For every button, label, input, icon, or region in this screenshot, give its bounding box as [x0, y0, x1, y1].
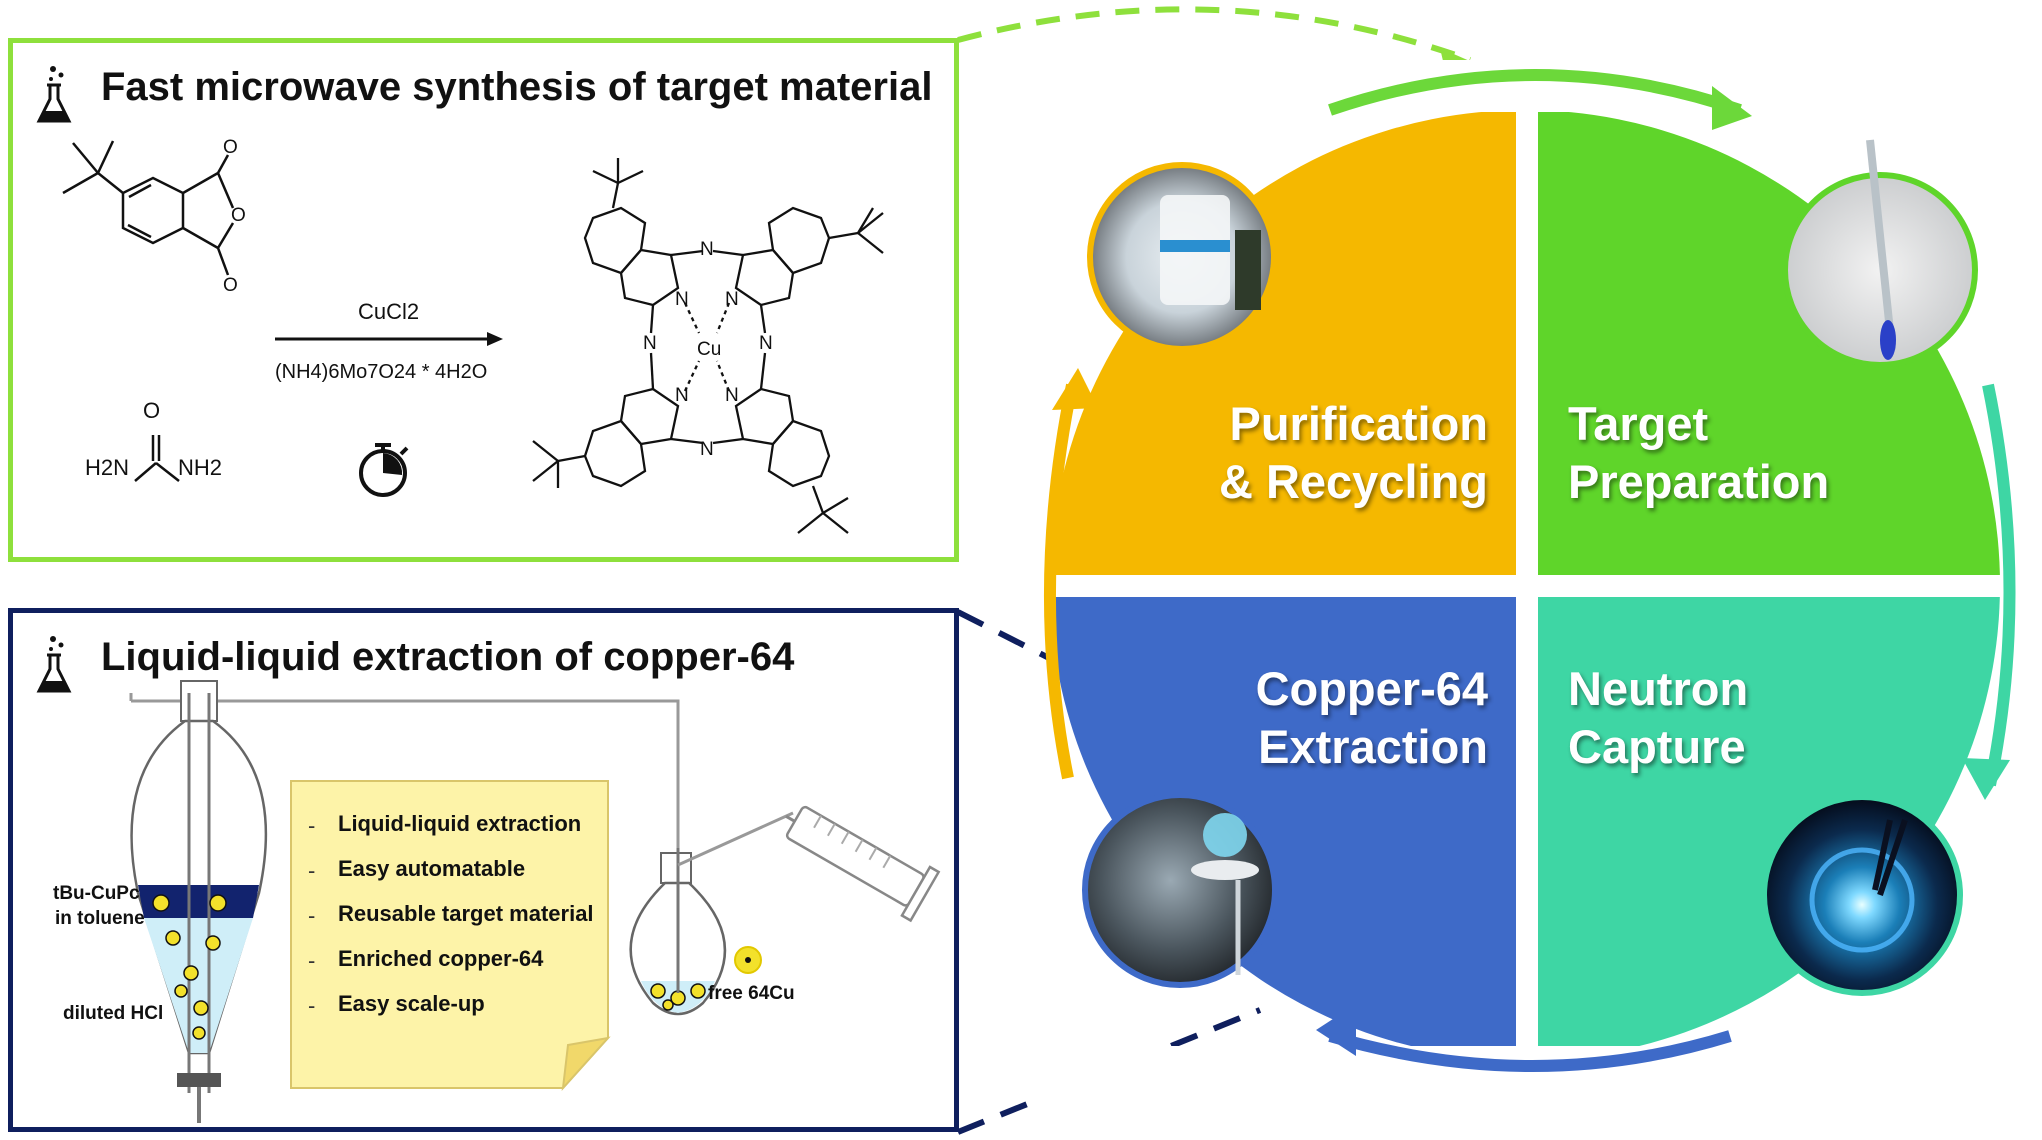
- pc-n-inner-tr: N: [725, 289, 739, 310]
- pc-metal-center: Cu: [697, 339, 721, 360]
- label-neutron-line2: Capture: [1568, 720, 1746, 773]
- svg-text:O: O: [223, 275, 238, 296]
- photo-neutron: [1761, 794, 1963, 996]
- label-extraction: Copper-64 Extraction: [1180, 660, 1488, 776]
- synthesis-title: Fast microwave synthesis of target mater…: [101, 65, 933, 109]
- photo-extraction: [1082, 792, 1278, 988]
- note-dash-2: -: [308, 903, 316, 928]
- synthesis-panel: Fast microwave synthesis of target mater…: [8, 38, 959, 562]
- extraction-panel: Liquid-liquid extraction of copper-64: [8, 608, 959, 1132]
- arrow-blue-bottom-head: [1316, 1004, 1356, 1056]
- pc-n-inner-bl: N: [675, 385, 689, 406]
- photo-target: [1782, 139, 1978, 368]
- product-label: free 64Cu: [708, 983, 795, 1004]
- urea-oxygen: O: [143, 398, 161, 423]
- extraction-apparatus: [129, 680, 941, 1123]
- organic-phase-label-2: in toluene: [55, 908, 145, 929]
- reagent-catalyst: CuCl2: [358, 299, 420, 324]
- connector-top: [957, 6, 1472, 63]
- feature-item: Easy scale-up: [338, 991, 485, 1016]
- pc-n-inner-tl: N: [675, 289, 689, 310]
- urea-structure: [134, 435, 180, 482]
- note-dash-0: -: [308, 813, 316, 838]
- pc-n-left: N: [643, 333, 657, 354]
- anhydride-structure: [62, 140, 235, 276]
- arrow-green-top: [1328, 69, 1742, 116]
- svg-text:O: O: [223, 137, 238, 158]
- feature-item: Easy automatable: [338, 856, 526, 881]
- feature-item: Reusable target material: [338, 901, 594, 926]
- phthalocyanine-structure: [532, 158, 884, 534]
- pc-n-right: N: [759, 333, 773, 354]
- reaction-scheme: O O O: [62, 137, 884, 534]
- svg-text:O: O: [231, 205, 246, 226]
- extraction-title: Liquid-liquid extraction of copper-64: [101, 635, 795, 679]
- pc-n-inner-br: N: [725, 385, 739, 406]
- label-purification-line1: Purification: [1229, 397, 1488, 450]
- label-neutron: Neutron Capture: [1568, 660, 1748, 776]
- arrow-blue-bottom: [1328, 1030, 1732, 1072]
- label-target-line1: Target: [1568, 397, 1709, 450]
- radiation-icon: [152, 894, 227, 1040]
- label-target-line2: Preparation: [1568, 455, 1830, 508]
- separatory-funnel-icon: [130, 680, 268, 1123]
- pc-n-top: N: [700, 239, 714, 260]
- arrow-yellow-left: [1044, 383, 1078, 780]
- flask-icon: [36, 66, 72, 123]
- round-flask-icon: [629, 811, 794, 1016]
- urea-right-amine: NH2: [178, 455, 223, 480]
- label-extraction-line2: Extraction: [1258, 720, 1488, 773]
- label-neutron-line1: Neutron: [1568, 662, 1749, 715]
- arrow-teal-right-head: [1962, 758, 2010, 800]
- feature-item: Liquid-liquid extraction: [338, 811, 582, 836]
- syringe-icon: [785, 805, 941, 923]
- reagent-additive: (NH4)6Mo7O24 * 4H2O: [275, 361, 488, 383]
- stopwatch-icon: [359, 443, 409, 497]
- arrow-green-top-head: [1712, 86, 1752, 130]
- note-dash-1: -: [308, 858, 316, 883]
- label-target: Target Preparation: [1568, 395, 1829, 511]
- urea-left-amine: H2N: [85, 455, 130, 480]
- label-extraction-line1: Copper-64: [1255, 662, 1488, 715]
- arrow-yellow-left-head: [1052, 368, 1098, 410]
- feature-item: Enriched copper-64: [338, 946, 544, 971]
- arrow-teal-right: [1982, 383, 2016, 787]
- note-dash-3: -: [308, 948, 316, 973]
- flask-icon: [36, 636, 72, 693]
- label-purification: Purification & Recycling: [1180, 395, 1488, 511]
- label-purification-line2: & Recycling: [1218, 455, 1488, 508]
- aqueous-phase-label: diluted HCl: [63, 1003, 164, 1024]
- note-dash-4: -: [308, 993, 316, 1018]
- pc-n-bottom: N: [700, 439, 714, 460]
- photo-purification: [1087, 162, 1277, 352]
- organic-phase-label-1: tBu-CuPc: [53, 883, 140, 904]
